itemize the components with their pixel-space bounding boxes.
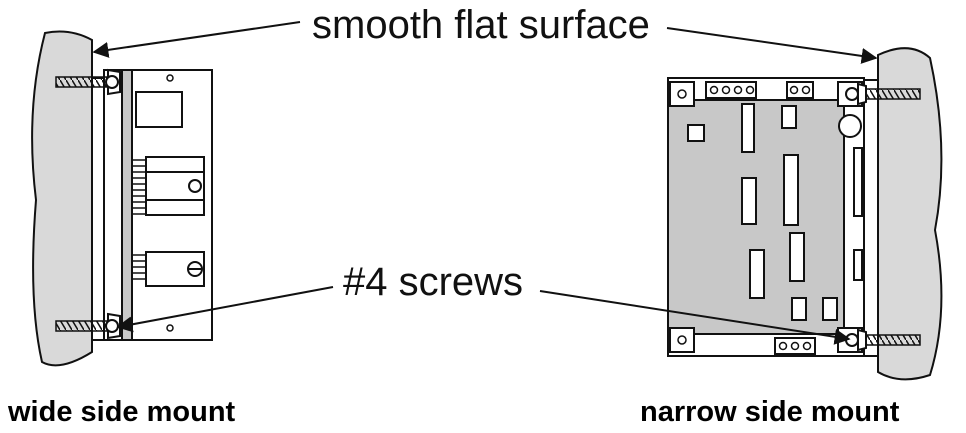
left-relay-1-screw (188, 179, 202, 193)
label-screws: #4 screws (343, 260, 523, 304)
surface-arrow-left (92, 21, 301, 58)
left-board-edge (103, 69, 123, 341)
right-screw-top (845, 82, 921, 106)
right-mount-plate (863, 79, 879, 357)
right-corner-bl (669, 327, 695, 353)
left-mount-plate (91, 77, 105, 341)
right-terminal-top-right (786, 81, 814, 99)
screws-arrow-right (539, 290, 851, 345)
left-wall (31, 30, 93, 367)
caption-wide-side-mount: wide side mount (7, 396, 236, 428)
label-smooth-flat-surface: smooth flat surface (312, 3, 650, 47)
surface-arrow-right (666, 27, 878, 64)
left-board-strip (121, 69, 133, 341)
left-hole-bottom (166, 324, 174, 332)
callout-arrows (92, 21, 878, 345)
right-terminal-top-left (705, 81, 757, 99)
screws-arrow-left (116, 286, 334, 333)
left-screw-top (55, 68, 121, 96)
left-pins (132, 159, 146, 280)
wide-side-mount (31, 30, 213, 367)
narrow-side-mount (667, 47, 943, 381)
right-terminal-bottom (774, 337, 816, 355)
left-window (135, 91, 183, 128)
caption-narrow-side-mount: narrow side mount (640, 396, 900, 428)
left-hole-top (166, 74, 174, 82)
right-components (687, 103, 863, 321)
right-wall (877, 47, 943, 381)
